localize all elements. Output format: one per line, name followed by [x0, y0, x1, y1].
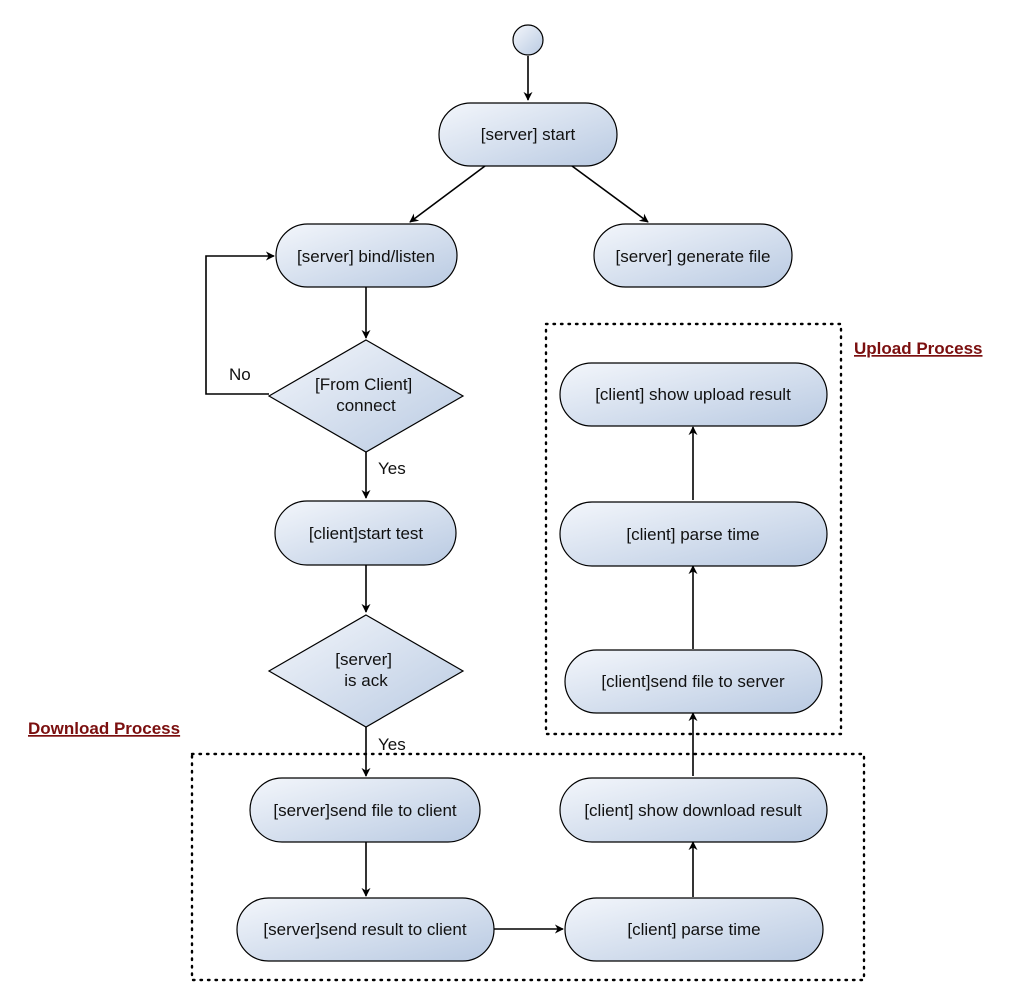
- node-server-send-result: [server]send result to client: [236, 897, 495, 962]
- download-process-label: Download Process: [28, 719, 180, 738]
- node-label: [client]start test: [309, 524, 424, 543]
- decision-line-2: is ack: [344, 671, 388, 690]
- svg-text:[server] bind/listen: [server] bind/listen: [297, 247, 435, 266]
- svg-text:[client] show download result: [client] show download result: [584, 801, 802, 820]
- decision-client-connect: [From Client] connect: [267, 339, 465, 453]
- upload-process-label: Upload Process: [854, 339, 983, 358]
- node-label: [client]send file to server: [601, 672, 785, 691]
- svg-text:[server] generate file: [server] generate file: [616, 247, 771, 266]
- node-client-show-upload-result: [client] show upload result: [559, 362, 828, 427]
- node-client-show-download-result: [client] show download result: [559, 777, 828, 843]
- node-client-parse-time-upload: [client] parse time: [559, 501, 828, 567]
- node-label: [client] parse time: [626, 525, 759, 544]
- decision-line-2: connect: [336, 396, 396, 415]
- node-client-parse-time-download: [client] parse time: [564, 897, 824, 962]
- node-label: [server] bind/listen: [297, 247, 435, 266]
- node-label: [server]send result to client: [263, 920, 466, 939]
- svg-text:[client]send file to server: [client]send file to server: [601, 672, 785, 691]
- node-client-send-file-to-server: [client]send file to server: [564, 649, 823, 714]
- edge-connect-no-loop: [205, 251, 275, 395]
- node-label: [server] generate file: [616, 247, 771, 266]
- svg-text:[server] start: [server] start: [481, 125, 576, 144]
- node-label: [server]send file to client: [273, 801, 457, 820]
- node-label: [client] show download result: [584, 801, 802, 820]
- node-server-start: [server] start: [438, 102, 618, 167]
- svg-text:[server]send result to client: [server]send result to client: [263, 920, 466, 939]
- svg-text:[client] parse time: [client] parse time: [626, 525, 759, 544]
- svg-text:[client] show upload result: [client] show upload result: [595, 385, 791, 404]
- svg-text:[From Client] connect: [From Client] connect: [315, 375, 417, 415]
- decision-line-1: [From Client]: [315, 375, 412, 394]
- edge-label-yes-connect: Yes: [378, 459, 406, 478]
- node-label: [client] show upload result: [595, 385, 791, 404]
- edge-label-no: No: [229, 365, 251, 384]
- svg-text:[client] parse time: [client] parse time: [627, 920, 760, 939]
- svg-text:[server]send file to client: [server]send file to client: [273, 801, 457, 820]
- node-client-start-test: [client]start test: [274, 500, 457, 566]
- edge-server-start-to-generate: [571, 165, 649, 223]
- edge-label-yes-ack: Yes: [378, 735, 406, 754]
- svg-text:[server] is ack: [server] is ack: [335, 650, 396, 690]
- decision-server-ack: [server] is ack: [267, 614, 465, 728]
- node-label: [server] start: [481, 125, 576, 144]
- node-label: [client] parse time: [627, 920, 760, 939]
- node-server-bind-listen: [server] bind/listen: [275, 223, 458, 288]
- edge-server-start-to-bind: [409, 165, 486, 223]
- start-node: [512, 24, 544, 56]
- svg-text:[client]start test: [client]start test: [309, 524, 424, 543]
- node-server-generate-file: [server] generate file: [593, 223, 793, 288]
- node-server-send-file: [server]send file to client: [249, 777, 481, 843]
- decision-line-1: [server]: [335, 650, 392, 669]
